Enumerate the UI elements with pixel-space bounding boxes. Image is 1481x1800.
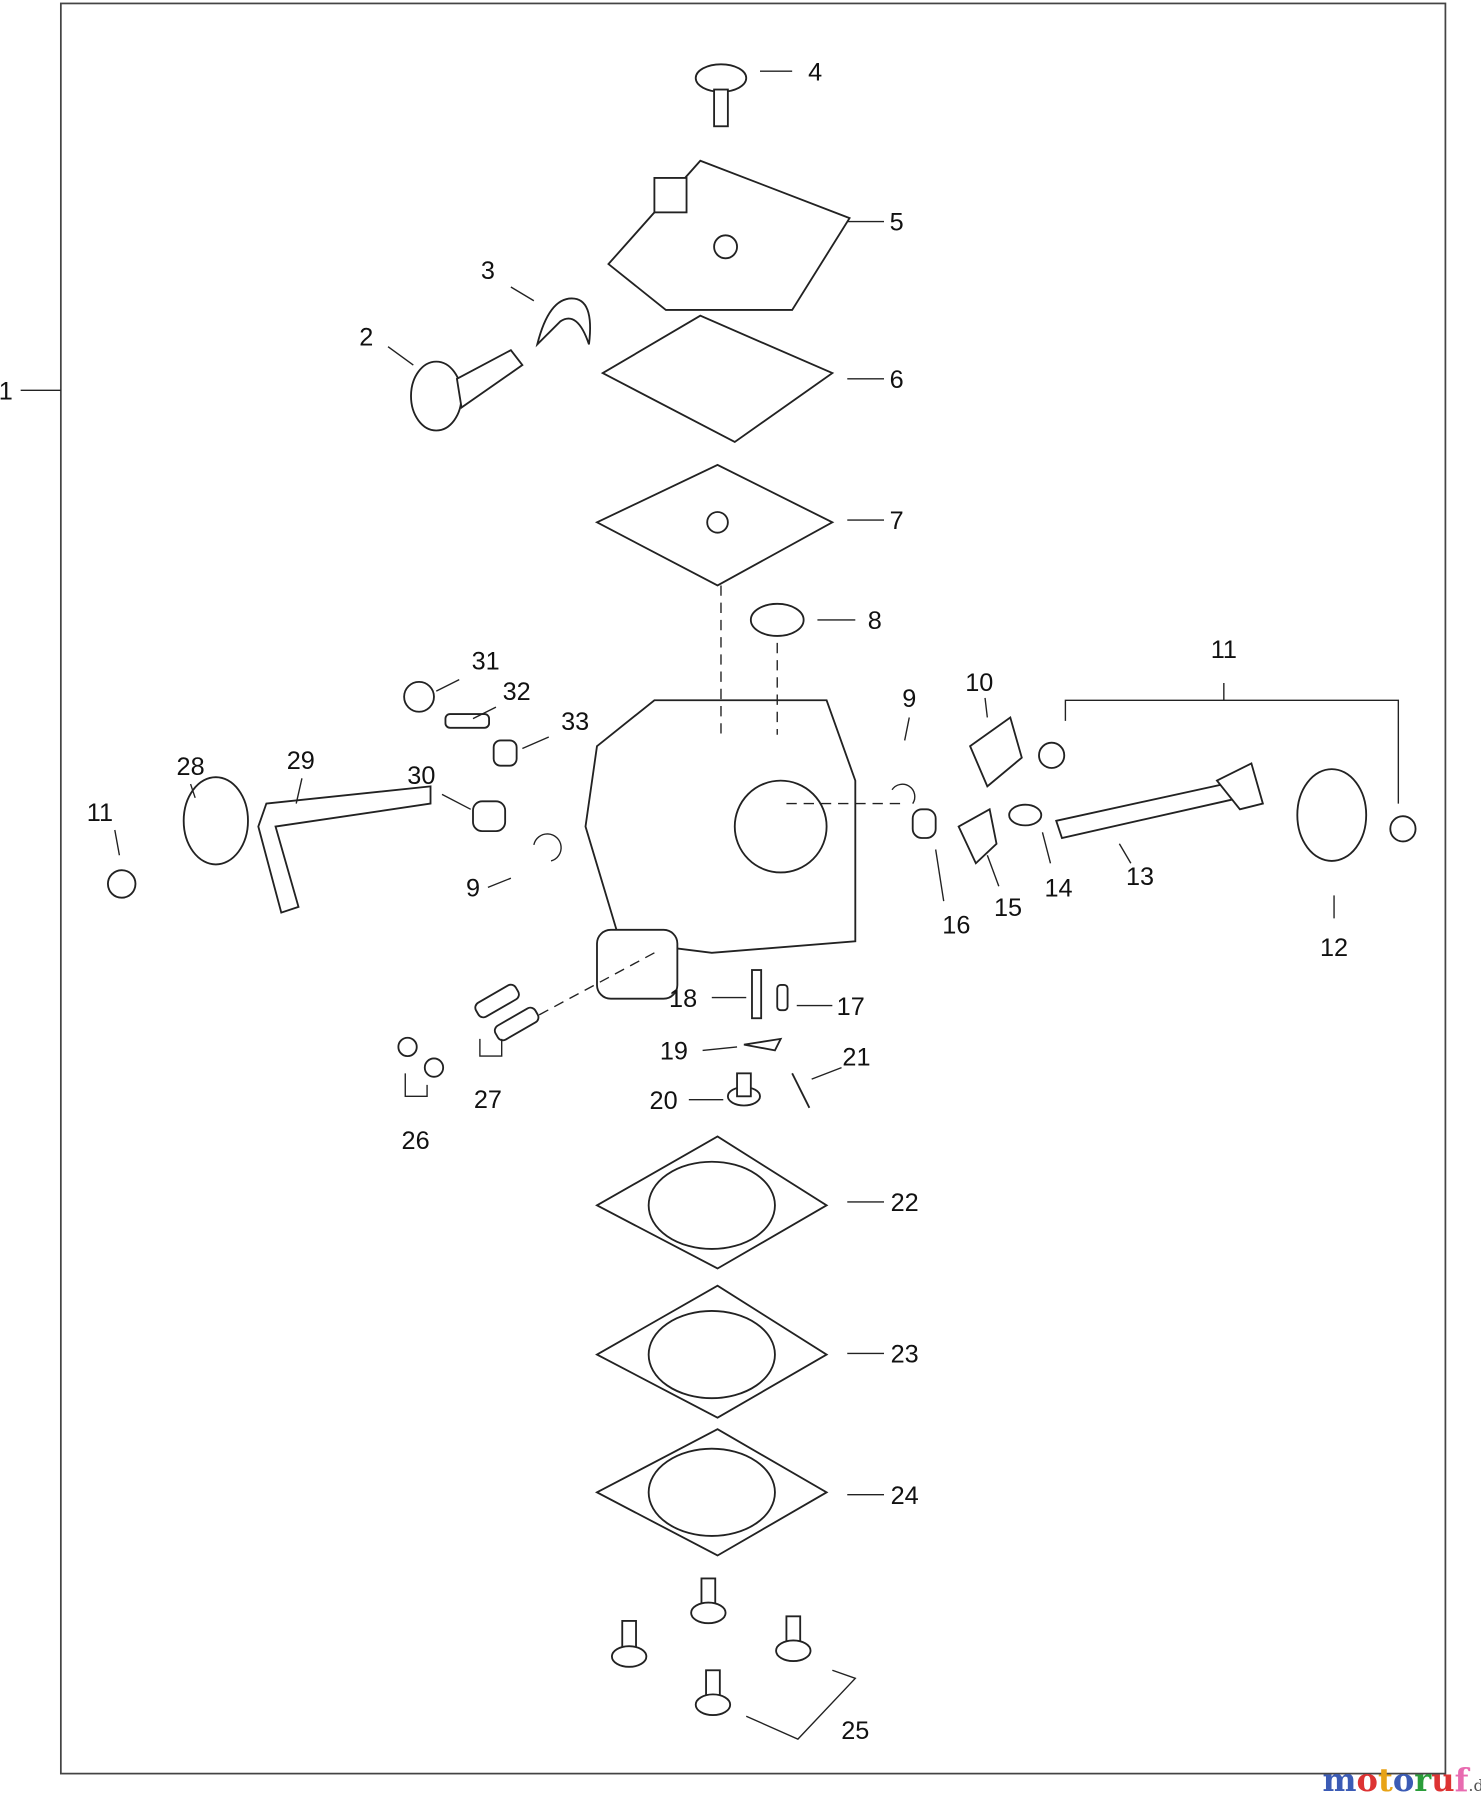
callout-13: 13 bbox=[1126, 863, 1154, 891]
callout-9: 9 bbox=[902, 685, 916, 713]
callout-31: 31 bbox=[472, 647, 500, 675]
leader-line bbox=[510, 286, 535, 302]
parts bbox=[106, 63, 1417, 1740]
leader-line bbox=[1118, 843, 1132, 864]
leader-line bbox=[487, 877, 512, 889]
callout-29: 29 bbox=[287, 747, 315, 775]
leader-line bbox=[984, 697, 989, 718]
callout-23: 23 bbox=[891, 1341, 919, 1369]
leader-line bbox=[441, 793, 472, 810]
callout-16: 16 bbox=[942, 911, 970, 939]
leader-line bbox=[934, 849, 945, 902]
callout-11: 11 bbox=[87, 799, 113, 827]
callout-3: 3 bbox=[481, 257, 495, 285]
watermark-logo: motoruf.de bbox=[1323, 1761, 1481, 1799]
callout-33: 33 bbox=[561, 708, 589, 736]
callout-19: 19 bbox=[660, 1038, 688, 1066]
callout-5: 5 bbox=[890, 209, 904, 237]
leader-line bbox=[903, 717, 910, 741]
callout-32: 32 bbox=[503, 678, 531, 706]
callout-27: 27 bbox=[474, 1086, 502, 1114]
leader-line bbox=[114, 829, 121, 856]
callout-21: 21 bbox=[842, 1043, 870, 1071]
callout-4: 4 bbox=[808, 58, 822, 86]
callout-20: 20 bbox=[650, 1087, 678, 1115]
callout-22: 22 bbox=[891, 1189, 919, 1217]
callout-26: 26 bbox=[402, 1127, 430, 1155]
svg-text:motoruf.de: motoruf.de bbox=[1323, 1761, 1481, 1799]
callout-8: 8 bbox=[868, 607, 882, 635]
leader-line bbox=[472, 706, 497, 720]
leader-line bbox=[522, 736, 550, 750]
callout-18: 18 bbox=[669, 985, 697, 1013]
callout-7: 7 bbox=[890, 507, 904, 535]
callout-11: 11 bbox=[1211, 636, 1237, 664]
callout-2: 2 bbox=[359, 324, 373, 352]
callout-25: 25 bbox=[841, 1717, 869, 1745]
callout-14: 14 bbox=[1044, 875, 1072, 903]
callout-6: 6 bbox=[890, 366, 904, 394]
leader-line bbox=[986, 854, 1000, 887]
callout-30: 30 bbox=[407, 762, 435, 790]
leader-line bbox=[189, 783, 196, 799]
callout-12: 12 bbox=[1320, 934, 1348, 962]
leader-line bbox=[702, 1046, 738, 1052]
diagram-frame bbox=[59, 2, 1447, 1775]
callouts: 1234567899101111121314151617181920212223… bbox=[0, 58, 1348, 1745]
leader-line bbox=[435, 678, 460, 692]
leader-line bbox=[811, 1066, 842, 1080]
callout-24: 24 bbox=[891, 1482, 919, 1510]
callout-28: 28 bbox=[177, 753, 205, 781]
leader-line bbox=[295, 778, 303, 804]
callout-17: 17 bbox=[837, 993, 865, 1021]
leader-line bbox=[1041, 832, 1052, 864]
callout-15: 15 bbox=[994, 894, 1022, 922]
callout-10: 10 bbox=[965, 669, 993, 697]
callout-9: 9 bbox=[466, 875, 480, 903]
leader-line bbox=[387, 346, 414, 366]
callout-1: 1 bbox=[0, 377, 13, 405]
